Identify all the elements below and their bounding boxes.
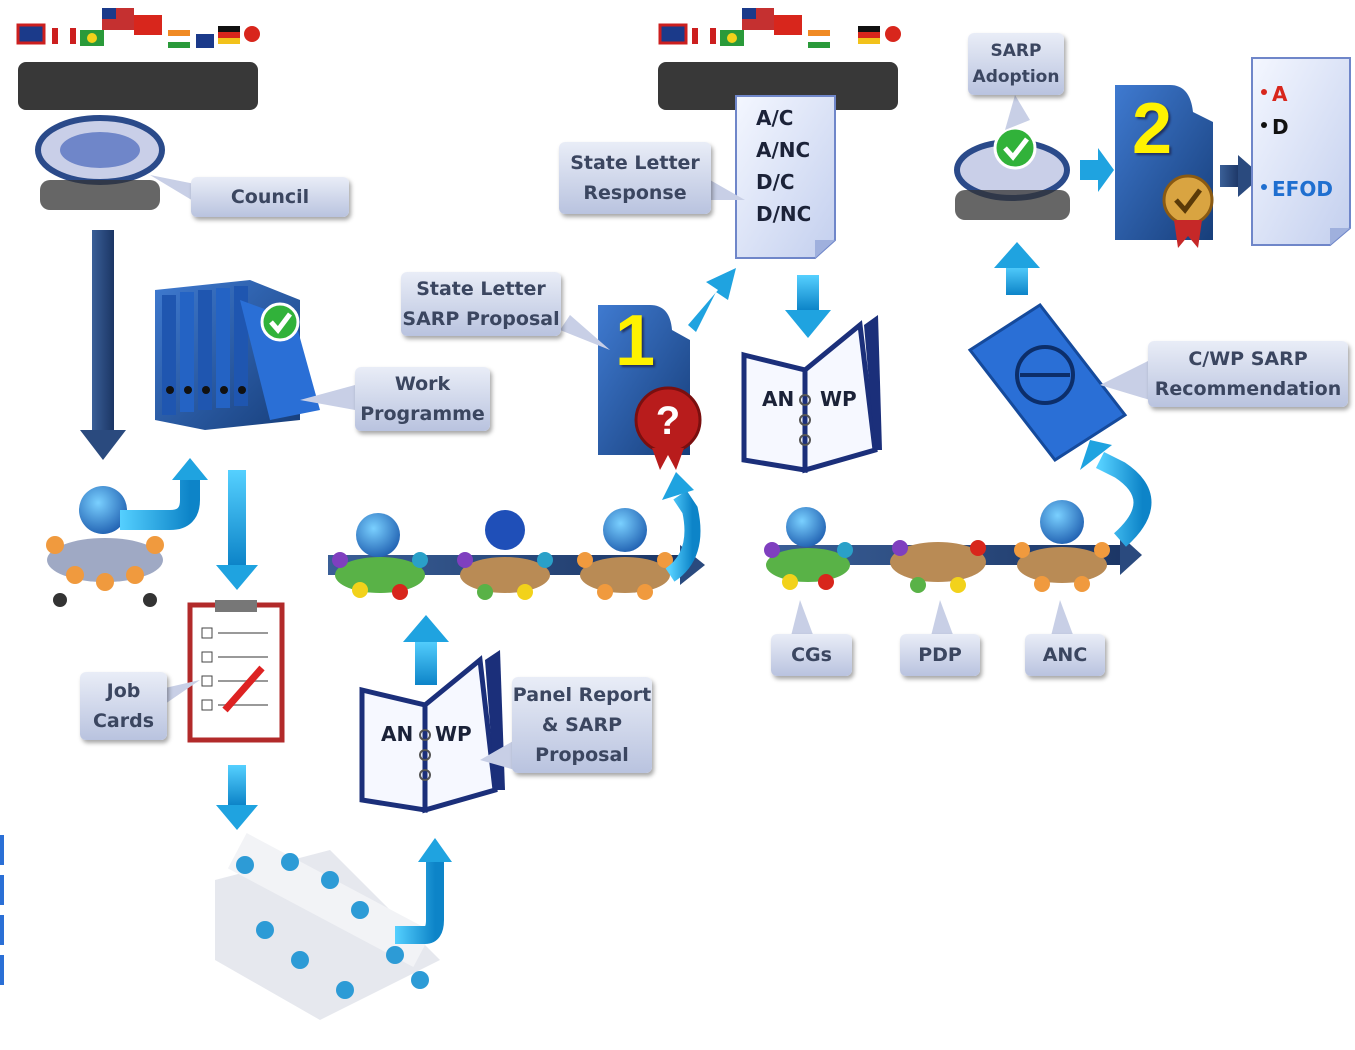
job-cards-label: Job Cards — [80, 672, 167, 740]
cgs-pointer — [790, 600, 815, 640]
pdp-pointer — [930, 600, 955, 640]
cwp-recommendation-label: C/WP SARP Recommendation — [1148, 341, 1348, 407]
book-upper-an: AN — [762, 387, 795, 411]
arrow-folder2-to-final — [1220, 155, 1262, 197]
state-letter-proposal-label: State Letter SARP Proposal — [401, 272, 561, 336]
arrow-folder1-to-response — [688, 268, 736, 332]
arrow-head-folder1 — [662, 472, 694, 500]
sarp-adoption-label: SARP Adoption — [968, 33, 1064, 95]
anc-pointer — [1050, 600, 1075, 640]
final-item-d: D — [1272, 115, 1289, 139]
flags-group — [16, 8, 260, 48]
work-programme-label: Work Programme — [355, 367, 490, 431]
arrow-bluebook-to-adoption — [994, 242, 1040, 295]
left-edge-marks — [0, 835, 4, 985]
arrow-book-to-meetings — [403, 615, 449, 685]
cwp-pointer — [1100, 360, 1150, 400]
icao-book-icon — [967, 302, 1128, 463]
final-document — [1251, 57, 1351, 246]
book-icon-upper — [741, 315, 882, 474]
meeting-group-cgs — [764, 507, 853, 590]
book-lower-wp: WP — [435, 722, 472, 746]
binders-icon — [155, 280, 320, 430]
svg-text:?: ? — [656, 399, 680, 443]
final-item-efod: EFOD — [1272, 177, 1333, 201]
arrow-response-to-book — [785, 275, 831, 338]
arrow-binders-to-jobcards — [216, 470, 258, 590]
council-callout-pointer — [150, 175, 200, 205]
council-label: Council — [191, 177, 349, 217]
council-table — [35, 115, 165, 210]
crowd-silhouettes-mid — [658, 62, 898, 110]
response-line-dc: D/C — [756, 170, 795, 194]
anc-label: ANC — [1025, 634, 1105, 676]
gold-seal-icon — [1162, 174, 1214, 248]
state-letter-response-pointer — [710, 180, 745, 200]
meeting-group-anc — [1014, 500, 1110, 592]
state-letter-proposal-pointer — [560, 315, 610, 350]
response-line-ac: A/C — [756, 106, 794, 130]
meeting-group-mid-2 — [457, 510, 553, 600]
arrow-anc-to-bluebook — [1095, 451, 1152, 547]
book-icon-lower — [359, 650, 505, 814]
step-one-number: 1 — [615, 301, 656, 381]
arrow-head-up-book — [418, 838, 452, 862]
bullet-efod — [1261, 184, 1267, 190]
response-line-anc: A/NC — [756, 138, 811, 162]
state-letter-response-label: State Letter Response — [559, 142, 711, 214]
cgs-label: CGs — [771, 634, 852, 676]
arrow-adoption-to-folder2 — [1080, 148, 1114, 192]
step-two-number: 2 — [1132, 89, 1173, 169]
meeting-group-mid-3 — [577, 508, 673, 600]
response-document — [735, 95, 836, 259]
sarp-adoption-pointer — [1005, 95, 1030, 130]
panel-report-pointer — [480, 740, 515, 770]
arrow-head-bluebook — [1080, 440, 1112, 470]
clipboard-icon — [187, 600, 285, 743]
meeting-group-mid-1 — [332, 513, 428, 600]
question-seal-icon: ? — [634, 386, 702, 470]
response-line-dnc: D/NC — [756, 202, 812, 226]
job-cards-pointer — [165, 680, 200, 704]
arrow-workgroup-to-book — [395, 860, 444, 944]
work-programme-pointer — [300, 385, 355, 410]
pdp-label: PDP — [900, 634, 980, 676]
adoption-check-icon — [993, 126, 1037, 170]
crowd-silhouettes — [18, 62, 258, 110]
final-item-a: A — [1272, 82, 1288, 106]
working-group-icon — [215, 833, 440, 1020]
arrow-meeting-to-binders — [120, 480, 200, 530]
meeting-group-left — [46, 486, 164, 607]
check-badge-icon — [260, 302, 300, 342]
book-upper-wp: WP — [820, 387, 857, 411]
bullet-d — [1261, 122, 1267, 128]
meeting-group-pdp — [890, 540, 986, 593]
book-lower-an: AN — [381, 722, 414, 746]
arrow-meetings-to-folder1 — [665, 490, 701, 582]
arrow-jobcards-to-workgroup — [216, 765, 258, 830]
arrow-council-down — [80, 230, 126, 460]
bullet-a — [1261, 89, 1267, 95]
flags-group-mid — [658, 8, 901, 48]
adoption-table — [954, 139, 1070, 220]
panel-report-label: Panel Report & SARP Proposal — [512, 677, 652, 773]
arrow-head-up-binders — [172, 458, 208, 480]
